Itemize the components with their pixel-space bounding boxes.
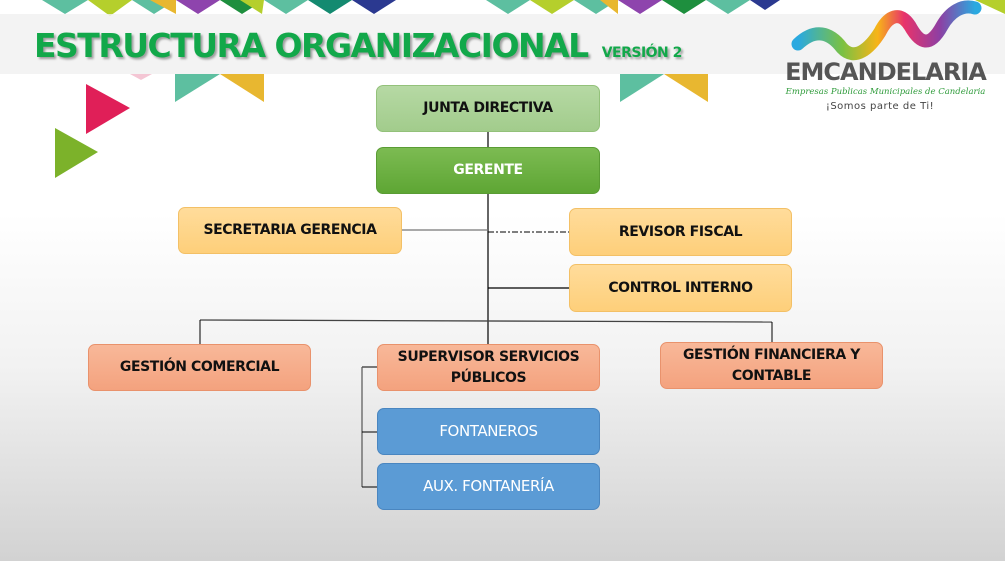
fontaneros-label: FONTANEROS: [439, 422, 538, 440]
logo-subtitle: Empresas Publicas Municipales de Candela…: [785, 87, 986, 97]
title-text: ESTRUCTURA ORGANIZACIONAL: [34, 26, 589, 65]
gestion-comercial-label: GESTIÓN COMERCIAL: [119, 359, 280, 375]
aux-fontaneria-label: AUX. FONTANERÍA: [423, 477, 554, 495]
logo-slogan: ¡Somos parte de Ti!: [825, 101, 935, 112]
revisor-fiscal-label: REVISOR FISCAL: [618, 223, 743, 240]
box-fontaneros: FONTANEROS: [377, 408, 600, 455]
box-secretaria-gerencia: SECRETARIA GERENCIA: [178, 207, 402, 254]
box-gerente: GERENTE: [376, 147, 600, 194]
box-gestion-financiera-contable: GESTIÓN FINANCIERA Y CONTABLE: [660, 342, 883, 389]
supervisor-servicios-publicos-label: SUPERVISOR SERVICIOS PÚBLICOS: [397, 348, 580, 386]
page-title: ESTRUCTURA ORGANIZACIONAL VERSIÓN 2: [34, 26, 682, 73]
box-gestion-comercial: GESTIÓN COMERCIAL: [88, 344, 311, 391]
box-revisor-fiscal: REVISOR FISCAL: [569, 208, 792, 256]
control-interno-label: CONTROL INTERNO: [608, 279, 753, 296]
gestion-financiera-contable-label: GESTIÓN FINANCIERA Y CONTABLE: [682, 346, 861, 384]
box-junta-directiva: JUNTA DIRECTIVA: [376, 85, 600, 132]
version-label: VERSIÓN 2: [601, 45, 683, 61]
connector-departments-bar: [199, 319, 773, 323]
gerente-label: GERENTE: [453, 162, 523, 178]
box-supervisor-servicios-publicos: SUPERVISOR SERVICIOS PÚBLICOS: [377, 344, 600, 391]
box-control-interno: CONTROL INTERNO: [569, 264, 792, 312]
box-aux-fontaneria: AUX. FONTANERÍA: [377, 463, 600, 510]
logo-name: EMCANDELARIA: [785, 58, 987, 86]
emcandelaria-logo-wave-icon: [791, 0, 982, 61]
secretaria-gerencia-label: SECRETARIA GERENCIA: [203, 222, 377, 238]
junta-directiva-label: JUNTA DIRECTIVA: [423, 100, 553, 116]
